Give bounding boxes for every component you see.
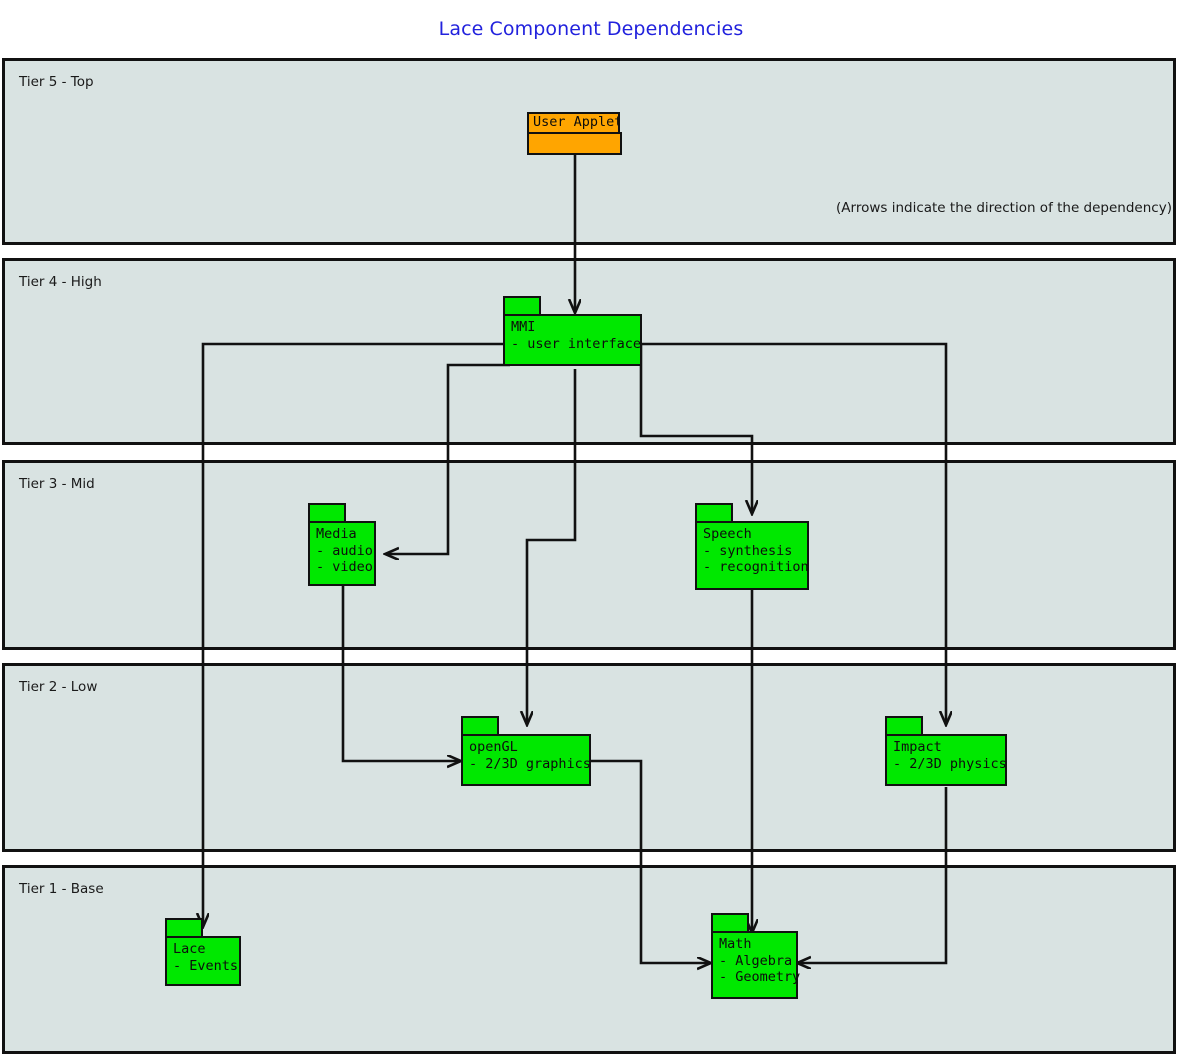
tier-panel-3: Tier 3 - Mid [2,460,1176,650]
opengl-tab [461,716,499,736]
mmi-body: MMI - user interface [503,314,642,366]
impact-detail-1: - 2/3D physics [893,755,1007,772]
mmi-tab [503,296,541,316]
mmi-name: MMI [511,319,536,335]
user-applet-body [527,132,622,155]
user-applet-header: User Applet [527,112,620,134]
component-opengl[interactable]: openGL - 2/3D graphics [461,716,591,786]
media-detail-2: - video [316,559,373,575]
component-math[interactable]: Math - Algebra - Geometry [711,913,801,999]
math-tab [711,913,749,933]
impact-tab [885,716,923,736]
impact-name: Impact [893,739,942,755]
component-user-applet[interactable]: User Applet [527,112,622,155]
user-applet-name: User Applet [533,114,620,130]
tier-label-2: Tier 2 - Low [19,679,98,695]
math-detail-1: - Algebra [719,952,793,969]
speech-name: Speech [703,526,752,542]
speech-detail-2: - recognition [703,559,809,575]
tier-panel-4: Tier 4 - High [2,258,1176,445]
component-mmi[interactable]: MMI - user interface [503,296,642,366]
opengl-name: openGL [469,739,518,755]
speech-body: Speech - synthesis - recognition [695,521,809,590]
component-media[interactable]: Media - audio - video [308,503,376,586]
tier-label-1: Tier 1 - Base [19,881,104,897]
tier-panel-1: Tier 1 - Base [2,865,1176,1054]
component-speech[interactable]: Speech - synthesis - recognition [695,503,809,590]
mmi-detail-1: - user interface [511,335,642,352]
lace-name: Lace [173,941,206,957]
lace-body: Lace - Events [165,936,241,986]
tier-label-5: Tier 5 - Top [19,74,94,90]
impact-body: Impact - 2/3D physics [885,734,1007,786]
media-body: Media - audio - video [308,521,376,586]
page-title: Lace Component Dependencies [438,18,744,40]
tier-label-4: Tier 4 - High [19,274,102,290]
math-detail-2: - Geometry [719,969,801,985]
opengl-detail-1: - 2/3D graphics [469,755,591,772]
media-detail-1: - audio [316,542,373,559]
speech-detail-1: - synthesis [703,542,793,559]
component-lace[interactable]: Lace - Events [165,918,241,986]
component-impact[interactable]: Impact - 2/3D physics [885,716,1007,786]
lace-detail-1: - Events [173,957,239,974]
lace-tab [165,918,203,938]
math-name: Math [719,936,752,952]
math-body: Math - Algebra - Geometry [711,931,801,999]
tier-label-3: Tier 3 - Mid [19,476,95,492]
media-tab [308,503,346,523]
media-name: Media [316,526,357,542]
opengl-body: openGL - 2/3D graphics [461,734,591,786]
legend-note: (Arrows indicate the direction of the de… [836,200,1172,216]
speech-tab [695,503,733,523]
